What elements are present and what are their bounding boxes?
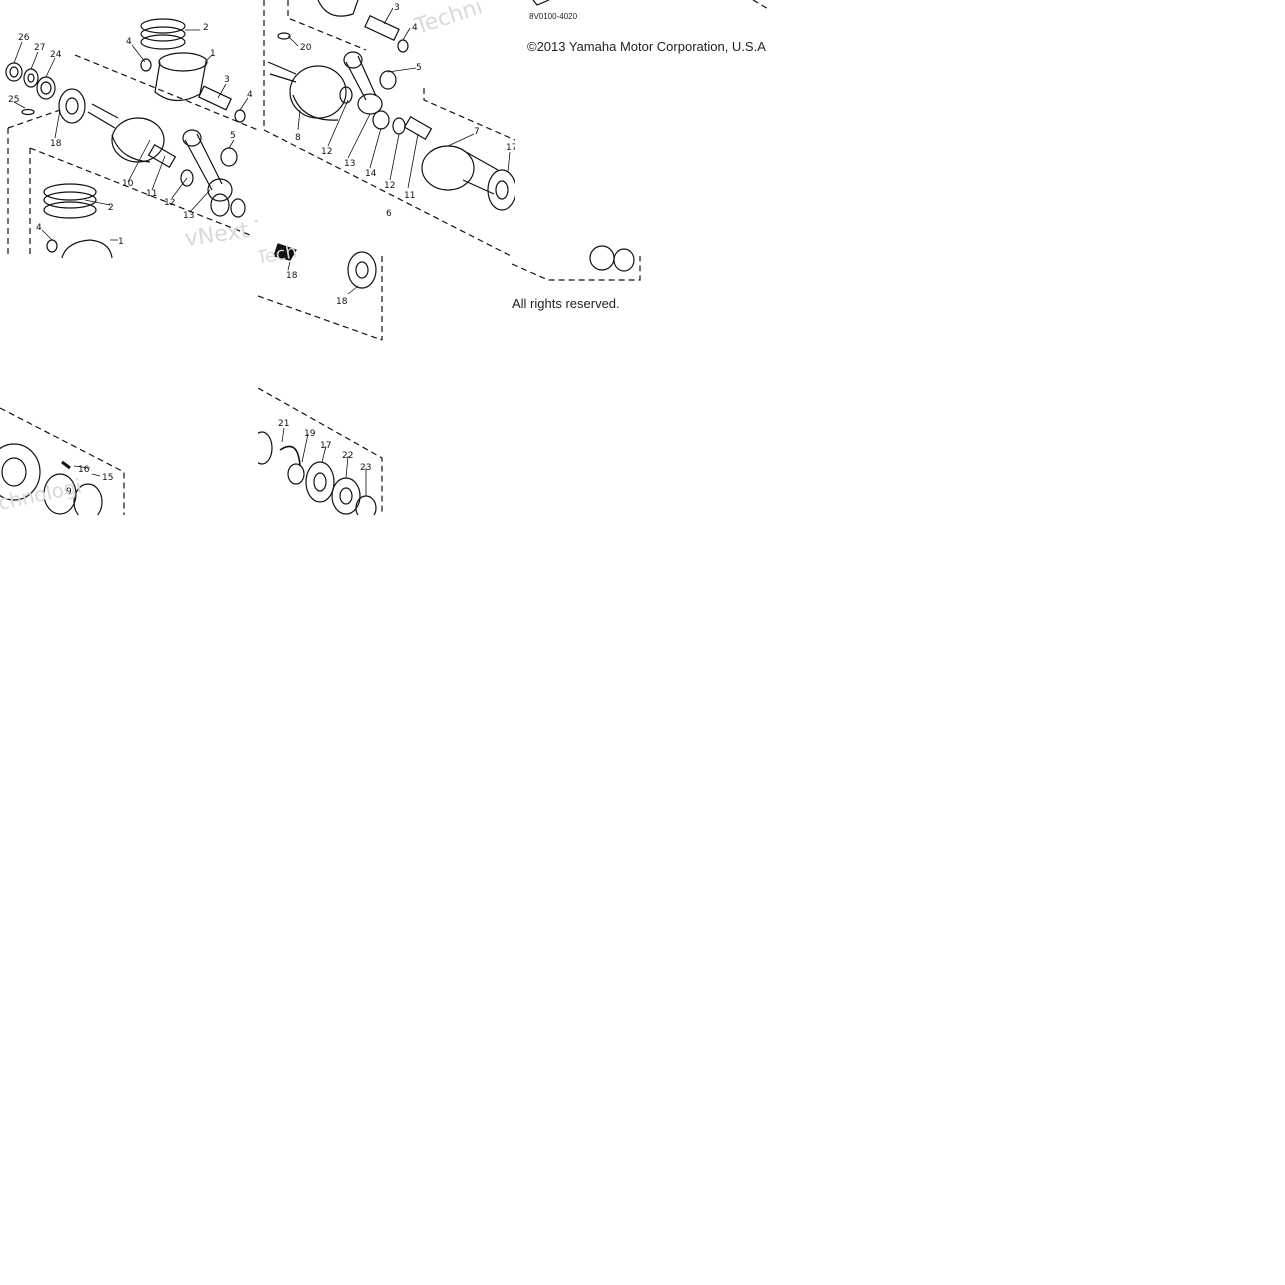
part-callout: 5 bbox=[230, 131, 236, 141]
part-callout: 14 bbox=[365, 169, 377, 179]
diagram-tile-crank-left: 26 27 24 25 18 4 2 1 3 4 5 10 11 12 13 2… bbox=[0, 0, 258, 258]
crank-right-drawing: 3 4 20 5 8 12 13 14 12 11 7 17 6 Techni bbox=[263, 0, 515, 257]
diagram-tile-fragment bbox=[512, 236, 642, 282]
part-callout: 4 bbox=[412, 23, 418, 33]
part-callout: 12 bbox=[384, 181, 395, 191]
part-callout: 18 bbox=[50, 139, 62, 149]
watermark-text: Techni bbox=[411, 0, 486, 40]
bearing-drawing: 18 18 Tech bbox=[258, 241, 383, 341]
part-callout: 8 bbox=[295, 133, 301, 143]
part-callout: 3 bbox=[394, 3, 400, 13]
dashed-boundary-inner bbox=[29, 147, 251, 258]
part-callout: 16 bbox=[78, 465, 90, 475]
part-callout: 18 bbox=[336, 297, 348, 307]
part-callout: 23 bbox=[360, 463, 371, 473]
part-callout: 13 bbox=[183, 211, 194, 221]
diagram-tile-crank-right: 3 4 20 5 8 12 13 14 12 11 7 17 6 Techni bbox=[258, 0, 515, 257]
crank-left-drawing: 26 27 24 25 18 4 2 1 3 4 5 10 11 12 13 2… bbox=[5, 18, 258, 258]
part-callout: 25 bbox=[8, 95, 19, 105]
dashed-boundary bbox=[512, 256, 641, 281]
end-bearing-drawing: 21 19 17 22 23 bbox=[258, 388, 383, 515]
part-callout: 15 bbox=[102, 473, 113, 483]
diagram-tile-bearing: 18 18 Tech bbox=[258, 236, 384, 342]
part-callout: 20 bbox=[300, 43, 312, 53]
watermark-text: vNext Tec bbox=[183, 212, 258, 252]
part-callout: 17 bbox=[506, 143, 515, 153]
part-callout: 12 bbox=[321, 147, 332, 157]
diagram-tile-copyright: 8V0100-4020 ©2013 Yamaha Motor Corporati… bbox=[515, 0, 772, 62]
part-number: 8V0100-4020 bbox=[529, 12, 578, 21]
part-callout: 2 bbox=[203, 23, 209, 33]
part-callout: 6 bbox=[386, 209, 392, 219]
dashed-boundary bbox=[263, 0, 514, 257]
part-callout: 11 bbox=[146, 189, 157, 199]
part-callout: 12 bbox=[164, 198, 175, 208]
part-callout: 11 bbox=[404, 191, 415, 201]
part-callout: 4 bbox=[36, 223, 42, 233]
part-callout: 19 bbox=[304, 429, 316, 439]
part-callout: 4 bbox=[247, 90, 253, 100]
part-callout: 4 bbox=[126, 37, 132, 47]
primary-gear-drawing: 16 15 9 chnologi bbox=[0, 407, 125, 515]
part-callout: 22 bbox=[342, 451, 353, 461]
dashed-boundary bbox=[258, 388, 383, 515]
dashed-boundary bbox=[258, 256, 383, 341]
part-callout: 10 bbox=[122, 179, 134, 189]
part-callout: 27 bbox=[34, 43, 45, 53]
part-callout: 21 bbox=[278, 419, 289, 429]
part-callout: 7 bbox=[474, 127, 480, 137]
part-callout: 5 bbox=[416, 63, 422, 73]
dashed-boundary bbox=[7, 54, 258, 258]
part-callout: 24 bbox=[50, 50, 62, 60]
bearing-part bbox=[5, 62, 23, 82]
part-callout: 17 bbox=[320, 441, 331, 451]
part-callout: 1 bbox=[210, 49, 216, 59]
fragment-drawing bbox=[512, 245, 641, 281]
part-callout: 26 bbox=[18, 33, 30, 43]
part-callout: 13 bbox=[344, 159, 355, 169]
diagram-tile-primary-gear: 16 15 9 chnologi bbox=[0, 402, 126, 515]
copyright-line-1: ©2013 Yamaha Motor Corporation, U.S.A bbox=[527, 39, 766, 54]
part-callout: 2 bbox=[108, 203, 114, 213]
part-callout: 3 bbox=[224, 75, 230, 85]
diagram-tile-end-bearing: 21 19 17 22 23 bbox=[258, 388, 384, 515]
corner-drawing bbox=[532, 0, 771, 11]
copyright-line-2: All rights reserved. bbox=[512, 296, 620, 311]
svg-text:Tech: Tech bbox=[258, 241, 299, 269]
part-callout: 9 bbox=[66, 487, 72, 497]
part-callout: 18 bbox=[286, 271, 298, 281]
part-callout: 1 bbox=[118, 237, 124, 247]
